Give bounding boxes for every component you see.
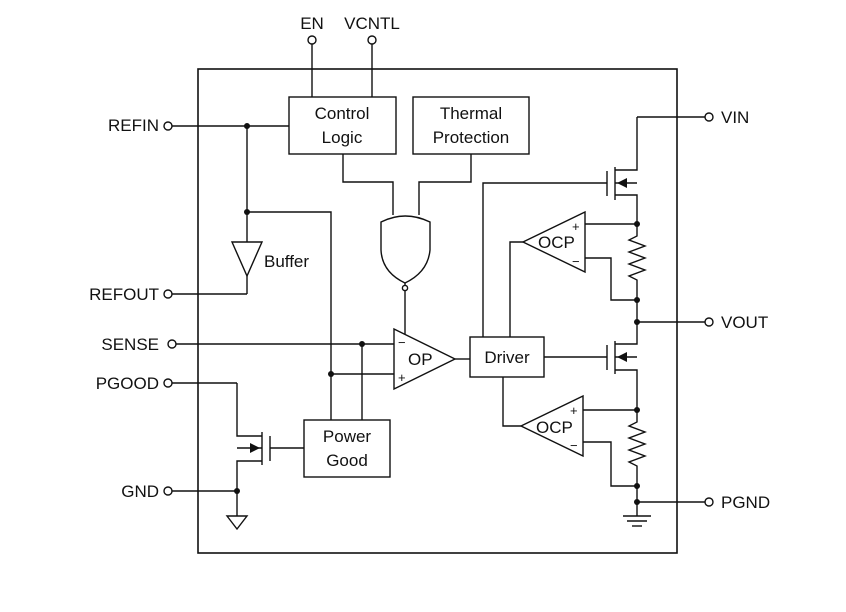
upper-sense-resistor xyxy=(627,221,647,322)
ic-outline xyxy=(197,68,678,554)
control-logic-block: Control Logic xyxy=(288,96,397,155)
pin-gnd-label: GND xyxy=(121,482,159,501)
pin-vcntl-label: VCNTL xyxy=(344,14,400,33)
lower-sense-resistor xyxy=(627,407,647,502)
lower-ocp-comparator: OCP + − xyxy=(519,394,637,487)
pin-vout-label: VOUT xyxy=(721,313,768,332)
upper-ocp-minus: − xyxy=(572,254,580,269)
driver-label: Driver xyxy=(484,348,530,367)
pin-refout-label: REFOUT xyxy=(89,285,159,304)
power-good-label-line1: Power xyxy=(323,427,372,446)
pin-pgnd-label: PGND xyxy=(721,493,770,512)
upper-ocp-to-driver xyxy=(509,241,523,337)
power-ground-symbol xyxy=(623,502,651,527)
pin-vin: VIN xyxy=(637,108,749,127)
pin-gnd: GND xyxy=(121,482,240,501)
lower-ocp-plus: + xyxy=(570,403,578,418)
lower-ocp-to-driver xyxy=(502,377,521,427)
pin-sense: SENSE xyxy=(101,335,394,420)
pgood-mosfet xyxy=(236,383,304,491)
upper-ocp-label: OCP xyxy=(538,233,575,252)
power-good-label-line2: Good xyxy=(326,451,368,470)
buffer-label: Buffer xyxy=(264,252,309,271)
pin-en-label: EN xyxy=(300,14,324,33)
driver-block: Driver xyxy=(469,336,545,378)
pin-refout: REFOUT xyxy=(89,276,248,304)
pin-vin-label: VIN xyxy=(721,108,749,127)
pin-sense-label: SENSE xyxy=(101,335,159,354)
pin-pgnd: PGND xyxy=(634,493,770,512)
refin-to-powergood-wire xyxy=(247,211,332,426)
pin-en: EN xyxy=(300,14,324,97)
power-good-block: Power Good xyxy=(303,419,391,478)
op-amp: − + OP xyxy=(328,327,470,391)
driver-to-upper-fet xyxy=(482,182,607,337)
thermal-protection-block: Thermal Protection xyxy=(412,96,530,155)
control-logic-label-line2: Logic xyxy=(322,128,363,147)
op-label: OP xyxy=(408,350,433,369)
buffer-symbol: Buffer xyxy=(230,241,309,278)
upper-ocp-plus: + xyxy=(572,219,580,234)
pin-vcntl: VCNTL xyxy=(344,14,400,97)
thermal-protection-label-line2: Protection xyxy=(433,128,510,147)
lower-ocp-minus: − xyxy=(570,438,578,453)
pin-refin-label: REFIN xyxy=(108,116,159,135)
pin-pgood: PGOOD xyxy=(96,374,237,393)
thermal-protection-label-line1: Thermal xyxy=(440,104,502,123)
pin-pgood-label: PGOOD xyxy=(96,374,159,393)
ground-symbol xyxy=(225,491,249,531)
logic-gate-symbol xyxy=(342,154,472,336)
lower-ocp-label: OCP xyxy=(536,418,573,437)
lower-mosfet xyxy=(606,322,638,410)
op-minus-sign: − xyxy=(398,335,406,350)
control-logic-label-line1: Control xyxy=(315,104,370,123)
op-plus-sign: + xyxy=(398,370,406,385)
upper-mosfet xyxy=(606,117,638,224)
pin-vout: VOUT xyxy=(634,313,768,332)
upper-ocp-comparator: OCP + − xyxy=(521,210,637,301)
pin-refin: REFIN xyxy=(108,116,289,135)
